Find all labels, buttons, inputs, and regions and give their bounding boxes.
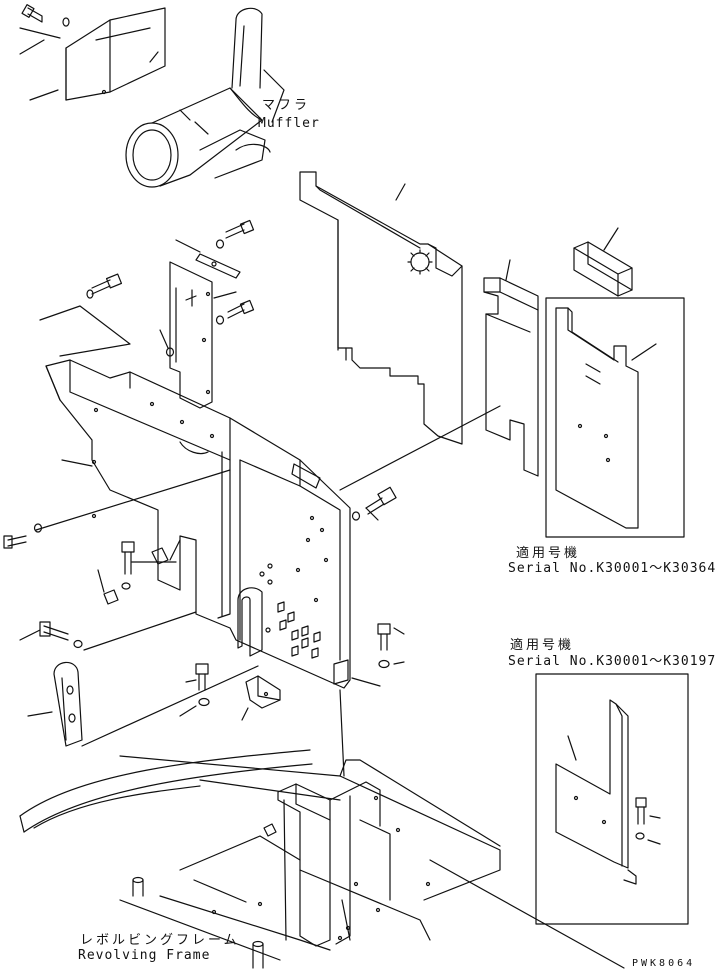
rear-plate [169, 253, 241, 409]
inset-box-2 [535, 673, 689, 925]
side-panel [299, 171, 463, 445]
hardware [3, 219, 647, 840]
small-block [573, 227, 633, 297]
serial-note-2-range: Serial No.K30001～K30197 [508, 654, 716, 669]
serial-note-1-range: Serial No.K30001～K30364 [508, 561, 716, 576]
revolving-frame-label-jp: レボルビングフレーム [80, 933, 240, 948]
cover-leaders [19, 27, 159, 101]
serial-note-2-title: 適用号機 [510, 638, 575, 653]
serial-note-1-title: 適用号機 [516, 546, 581, 561]
leader-lines [19, 239, 661, 969]
insulation-pad [483, 259, 539, 477]
handle [53, 661, 83, 747]
muffler-label-jp: マフラ [262, 98, 311, 113]
muffler-cover [65, 7, 166, 101]
cover-bolt [21, 4, 70, 27]
muffler-label-en: Muffler [258, 116, 320, 131]
muffler [125, 7, 285, 188]
channel-bracket [237, 587, 271, 657]
revolving-frame-label-en: Revolving Frame [78, 948, 211, 963]
inset-box-1 [545, 297, 685, 538]
drawing-code: PWK8064 [632, 958, 696, 969]
revolving-frame [19, 749, 501, 969]
main-frame [45, 359, 351, 689]
